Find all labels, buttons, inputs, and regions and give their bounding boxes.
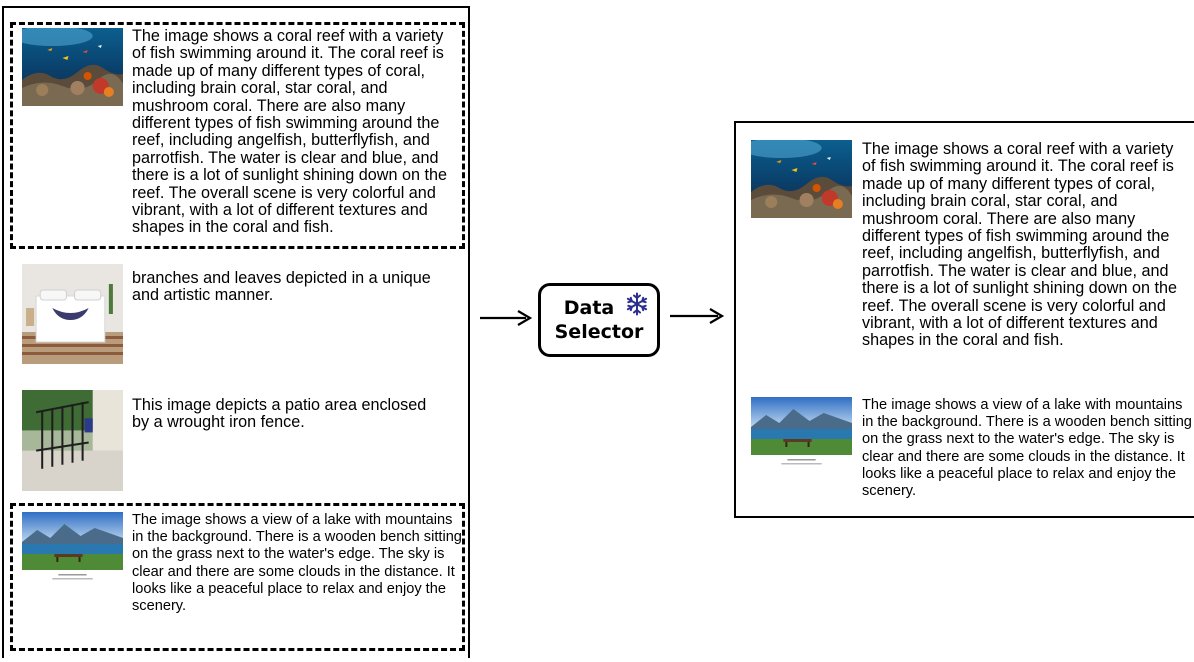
selector-line-2: Selector [554,321,644,343]
arrow-right-icon [480,310,533,326]
selected-item-caption: The image shows a view of a lake with mo… [862,397,1192,500]
pool-item-caption: branches and leaves depicted in a unique… [132,269,431,305]
selected-item-caption: The image shows a coral reef with a vari… [862,140,1177,350]
pool-item-caption: The image shows a view of a lake with mo… [132,512,462,615]
snowflake-icon [626,292,648,316]
selected-highlight-coral [10,22,465,249]
selected-data-panel [734,121,1194,518]
pool-item-caption: This image depicts a patio area enclosed… [132,396,427,432]
selected-highlight-lake [10,503,465,651]
selector-line-1: Data [563,297,615,319]
pool-item-caption: The image shows a coral reef with a vari… [132,27,447,237]
bedroom-thumbnail [22,264,123,364]
candidate-pool-panel [2,6,470,658]
lake-mountains-thumbnail [22,512,123,590]
patio-fence-thumbnail [22,390,123,491]
coral-reef-thumbnail [751,140,852,218]
arrow-right-icon [670,308,725,324]
data-selector-box: Data Selector [538,283,660,357]
coral-reef-thumbnail [22,28,123,106]
data-selector-label: Data Selector [541,296,657,344]
lake-mountains-thumbnail [751,397,852,475]
